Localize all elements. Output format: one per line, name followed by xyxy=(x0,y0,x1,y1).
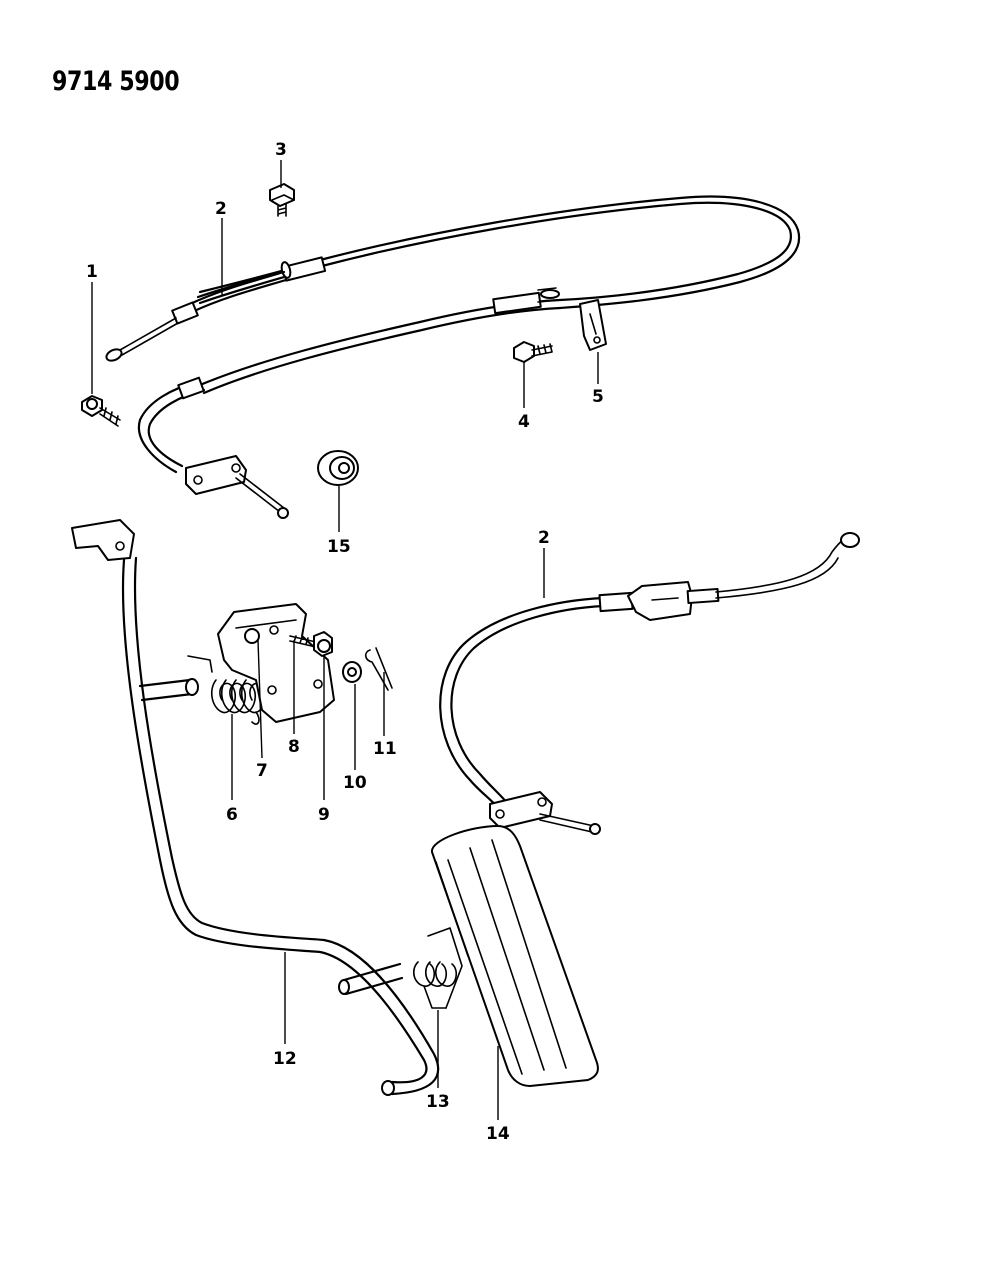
callout-5: 5 xyxy=(592,387,604,407)
callout-11: 11 xyxy=(373,739,397,759)
leader-lines xyxy=(91,160,599,1120)
callout-3: 3 xyxy=(275,140,287,160)
callout-15: 15 xyxy=(327,537,351,557)
bolt-3 xyxy=(269,183,295,217)
callout-9: 9 xyxy=(318,805,330,825)
pedal-spring-13 xyxy=(412,927,463,1009)
diagram-number: 9714 5900 xyxy=(52,66,180,97)
clip-5 xyxy=(579,299,607,351)
callout-4: 4 xyxy=(518,412,530,432)
cotter-pin-11 xyxy=(364,647,393,691)
callout-1: 1 xyxy=(86,262,98,282)
grommet-15 xyxy=(317,450,359,486)
callout-13: 13 xyxy=(426,1092,450,1112)
pedal-rod-12 xyxy=(71,519,440,1096)
callout-2-upper: 2 xyxy=(215,199,227,219)
bolt-9 xyxy=(289,631,333,657)
bolt-1 xyxy=(81,395,121,427)
lower-accelerator-cable xyxy=(439,532,860,835)
callout-12: 12 xyxy=(273,1049,297,1069)
callout-10: 10 xyxy=(343,773,367,793)
callout-8: 8 xyxy=(288,737,300,757)
pedal-bracket-8 xyxy=(217,603,335,723)
callout-14: 14 xyxy=(486,1124,510,1144)
callout-6: 6 xyxy=(226,805,238,825)
callout-7: 7 xyxy=(256,761,268,781)
washer-10 xyxy=(342,661,362,683)
callout-2-lower: 2 xyxy=(538,528,550,548)
upper-accelerator-cable xyxy=(105,195,801,519)
bolt-4 xyxy=(513,341,553,363)
pedal-pad-14 xyxy=(431,825,599,1087)
